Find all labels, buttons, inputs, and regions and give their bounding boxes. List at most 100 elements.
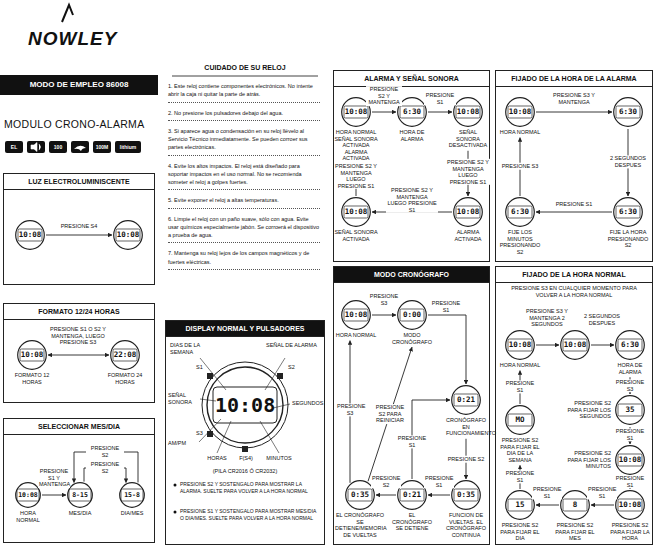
watch-caption: SEÑAL SONORA DESACTIVADA xyxy=(448,129,488,149)
lcd-digits: 6:30 xyxy=(496,207,544,217)
lcd-digits: 8 xyxy=(552,500,598,510)
instruction-note: PRESIONE S1 Y SOSTENGALO PARA MOSTRAR ME… xyxy=(180,508,320,521)
lcd-digits: 35 xyxy=(615,405,645,415)
bullet-dot xyxy=(174,484,177,487)
connector xyxy=(428,315,466,384)
care-instruction: 2. No presione los pulsadores debajo del… xyxy=(168,109,320,121)
feature-icon: 100 xyxy=(49,141,67,153)
callout-label: AM/PM xyxy=(168,440,198,447)
section-title: ALARMA Y SEÑAL SONORA xyxy=(334,71,489,87)
watch-caption: PRESIONE S2 PARA FIJAR LOS MINUTOS xyxy=(559,450,611,470)
lcd-digits: 0:35 xyxy=(335,490,385,500)
callout-label: SEÑAL DE ALARMA xyxy=(266,342,322,349)
watch-face: 35PRESIONE S2 PARA FIJAR LOS SEGUNDOS xyxy=(615,395,645,425)
button-s3 xyxy=(207,431,213,437)
edge-label: PRESIONE S1 xyxy=(532,486,562,499)
button-label: S3 xyxy=(196,430,208,437)
watch-face: 6:30FIJE LA HORA PRESIONANDO S2 xyxy=(605,197,651,249)
lcd-digits: 10:08 xyxy=(609,500,651,510)
section-panel: SELECCIONAR MES/DIA10:08HORA NORMAL8-15M… xyxy=(3,418,155,543)
watch-caption: HORA DE ALARMA xyxy=(390,129,434,142)
section-panel: FIJADO DE LA HORA NORMAL10:08HORA NORMAL… xyxy=(495,266,653,545)
watch-caption: DIA/MES xyxy=(112,510,152,517)
watch-face: 0:21CRONÓGRAFO EN FUNCIONAMIENTO xyxy=(446,385,486,437)
watch-case xyxy=(616,396,645,425)
watch-caption: PRESIONE S2 PARA FIJAR EL DIA DE LA SEMA… xyxy=(497,437,543,463)
connector xyxy=(536,505,559,506)
watch-caption: PRESIONE S2 PARA FIJAR EL MES xyxy=(552,522,598,542)
connector xyxy=(536,345,559,346)
watch-caption: SEÑAL SONORA ACTIVADA xyxy=(332,229,380,242)
edge-label: PRESIONE S1 xyxy=(427,300,465,313)
callout-label: SEÑAL SONORA xyxy=(168,392,198,406)
watch-caption: PRESIONE S2 PARA FIJAR LOS SEGUNDOS xyxy=(559,400,611,420)
watch-caption: PRESIONE S2 PARA FIJAR LA HORA xyxy=(609,522,651,542)
section-title: FIJADO DE LA HORA NORMAL xyxy=(496,267,652,283)
edge-label: PRESIONE S1 Y MANTENGA xyxy=(38,468,70,488)
edge-label: PRESIONE S2 xyxy=(86,461,124,474)
edge-label: PRESIONE S1 xyxy=(550,201,598,208)
care-instruction: 5. Evite exponer el reloj a altas temper… xyxy=(168,196,320,208)
lcd-digits: 0:35 xyxy=(444,490,488,500)
callout-label: F(S4) xyxy=(234,455,258,462)
lcd-digits: 10:08 xyxy=(497,107,543,117)
care-title: CUIDADO DE SU RELOJ xyxy=(170,64,320,73)
connector xyxy=(46,235,112,236)
watch-caption: CRONÓGRAFO EN FUNCIONAMIENTO xyxy=(446,417,486,437)
watch-caption: HORA DE ALARMA xyxy=(608,362,652,375)
callout-label: DIAS DE LA SEMANA xyxy=(170,342,222,356)
section-title: MODO CRONÓGRAFO xyxy=(334,267,489,283)
care-instruction: 3. Si aparece agua o condensación en su … xyxy=(168,127,320,156)
watch-face: MOPRESIONE S2 PARA FIJAR EL DIA DE LA SE… xyxy=(497,405,543,463)
button-s4 xyxy=(242,446,248,452)
title-underline xyxy=(172,76,318,77)
edge-label: PRESIONE S2 PARA REINICIAR xyxy=(372,404,408,424)
watch-caption: HORA NORMAL xyxy=(497,362,543,369)
button-s1 xyxy=(207,373,213,379)
watch-face: 10:08SEÑAL SONORA ACTIVADA xyxy=(332,197,380,242)
lcd-digits: 6:30 xyxy=(611,107,645,117)
edge-label: PRESIONE S2 xyxy=(86,445,124,458)
edge-label: 2 SEGUNDOS DESPUES xyxy=(581,313,623,326)
watch-face: 10:08 xyxy=(558,330,592,360)
connector xyxy=(591,505,614,506)
edge-label: PRESIONE S2 Y MANTENGA LUEGO PRESIONE S1 xyxy=(334,163,378,189)
connector xyxy=(591,345,614,346)
lcd-digits: 10:08 xyxy=(215,393,275,417)
connector xyxy=(536,112,612,113)
care-instruction: 7. Mantenga su reloj lejos de los campos… xyxy=(168,249,320,270)
edge-label: PRESIONE S1 xyxy=(501,470,539,483)
watch-face: 10:08HORA NORMAL xyxy=(497,330,543,369)
watch-face: 10:08 xyxy=(108,220,148,250)
watch-face: 6:30HORA DE ALARMA xyxy=(608,330,652,375)
lcd-digits: 10:08 xyxy=(334,310,378,320)
brand-logo: NOWLEY xyxy=(28,28,138,50)
leader-line xyxy=(200,358,226,390)
lcd-screen xyxy=(213,387,277,423)
lcd-digits: 15 xyxy=(497,500,543,510)
leader-line xyxy=(200,399,216,401)
lcd-digits: 10:08 xyxy=(448,107,488,117)
watch-caption: EL CRONÓGRAFO SE DETIENE xyxy=(390,512,434,532)
edge-label: PRESIONE S3 xyxy=(499,163,541,170)
edge-label: PRESIONE S3 Y MANTENGA 2 SEGUNDOS xyxy=(523,308,571,328)
watch-face: 6:30FIJE LOS MINUTOS PRESIONANDO S2 xyxy=(496,197,544,255)
edge-label: PRESIONE S2 Y MANTENGA LUEGO PRESIONE S1 xyxy=(446,159,490,185)
water-icon xyxy=(71,141,89,153)
lcd-digits: 10:08 xyxy=(8,350,56,360)
watch-caption: HORA NORMAL xyxy=(8,510,48,523)
watch-face: 15-8DIA/MES xyxy=(112,482,152,517)
callout-label: MINUTOS xyxy=(262,455,296,462)
watch-caption: PRESIONE S2 PARA FIJAR EL DIA xyxy=(497,522,543,542)
edge-label: PRESIONE S3 xyxy=(611,379,649,392)
lcd-digits: 0:21 xyxy=(390,490,434,500)
lcd-digits: 6:30 xyxy=(608,340,652,350)
callout-label: SEGUNDOS xyxy=(292,400,324,407)
edge-label: PRESIONE S1 xyxy=(501,380,539,393)
lcd-digits: 0:21 xyxy=(446,395,486,405)
lcd-digits: 8-15 xyxy=(60,490,100,500)
title-bar: MODO DE EMPLEO 86008 xyxy=(0,75,158,95)
edge-label: PRESIONE S3 Y MANTENGA xyxy=(543,92,605,105)
watch-face: 22:08FORMATO 24 HORAS xyxy=(101,340,149,385)
callout-label: HORAS xyxy=(203,455,231,462)
